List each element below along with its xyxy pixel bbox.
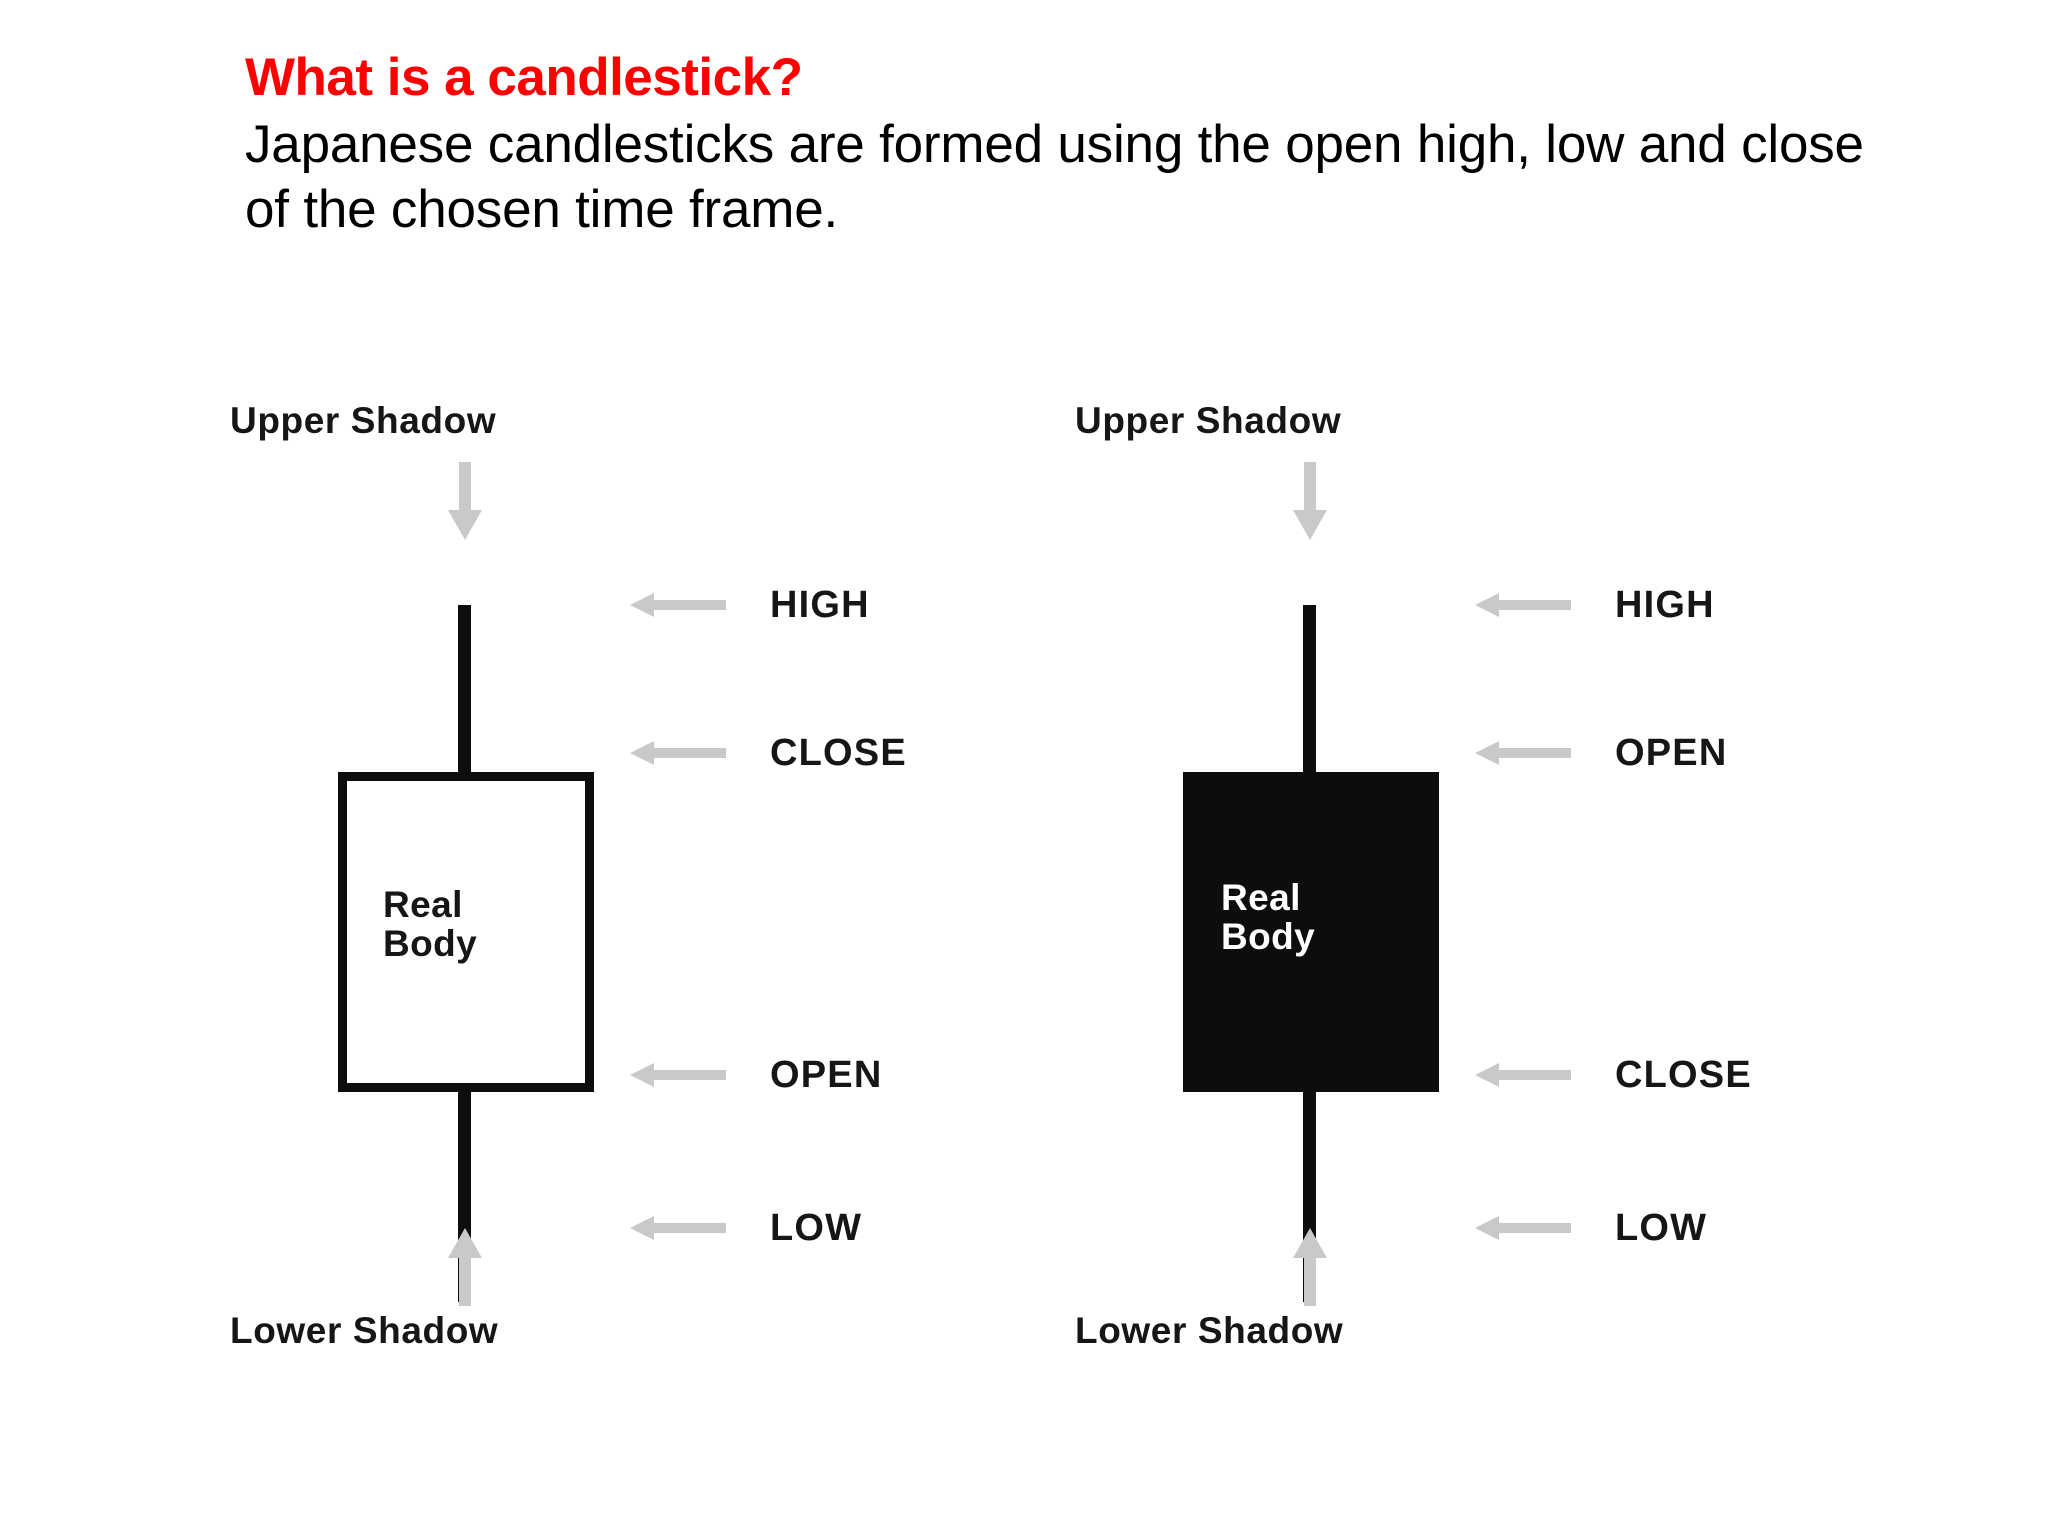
upper-shadow-label: Upper Shadow — [1075, 400, 1342, 441]
upper-shadow-wick — [458, 605, 471, 795]
arrow-left-icon — [630, 740, 726, 766]
arrow-up-icon — [448, 1228, 482, 1306]
callout-label: OPEN — [770, 1053, 883, 1096]
lower-shadow-label: Lower Shadow — [1075, 1310, 1344, 1351]
upper-shadow-wick — [1303, 605, 1316, 795]
callout-label: HIGH — [770, 583, 870, 626]
callout-high: HIGH — [630, 582, 870, 628]
callout-close: CLOSE — [630, 730, 907, 776]
candlestick-diagram: Upper Shadow Real Body Lower Shadow HI — [0, 400, 2048, 1440]
upper-shadow-label: Upper Shadow — [230, 400, 497, 441]
callout-label: CLOSE — [1615, 1053, 1752, 1096]
arrow-down-icon — [1293, 462, 1327, 540]
real-body-filled: Real Body — [1183, 772, 1439, 1092]
real-body-hollow: Real Body — [338, 772, 594, 1092]
arrow-left-icon — [1475, 1062, 1571, 1088]
callout-label: CLOSE — [770, 731, 907, 774]
callout-label: OPEN — [1615, 731, 1728, 774]
arrow-left-icon — [630, 1215, 726, 1241]
callout-open: OPEN — [630, 1052, 883, 1098]
real-body-label: Real Body — [383, 884, 478, 965]
slide-body-text: Japanese candlesticks are formed using t… — [245, 115, 1864, 240]
callout-label: LOW — [770, 1206, 863, 1249]
slide-header: What is a candlestick? Japanese candlest… — [245, 48, 1945, 243]
candle-bullish: Upper Shadow Real Body Lower Shadow HI — [230, 400, 1130, 1440]
callout-low: LOW — [1475, 1205, 1707, 1251]
arrow-left-icon — [630, 1062, 726, 1088]
arrow-left-icon — [630, 592, 726, 618]
callout-low: LOW — [630, 1205, 862, 1251]
callout-close: CLOSE — [1475, 1052, 1752, 1098]
real-body-label: Real Body — [1221, 877, 1316, 958]
arrow-left-icon — [1475, 1215, 1571, 1241]
page-title: What is a candlestick? — [245, 48, 803, 107]
arrow-down-icon — [448, 462, 482, 540]
callout-label: HIGH — [1615, 583, 1715, 626]
callout-open: OPEN — [1475, 730, 1728, 776]
arrow-up-icon — [1293, 1228, 1327, 1306]
callout-high: HIGH — [1475, 582, 1715, 628]
arrow-left-icon — [1475, 592, 1571, 618]
candle-bearish: Upper Shadow Real Body Lower Shadow HIGH — [1075, 400, 1975, 1440]
lower-shadow-label: Lower Shadow — [230, 1310, 499, 1351]
arrow-left-icon — [1475, 740, 1571, 766]
callout-label: LOW — [1615, 1206, 1708, 1249]
